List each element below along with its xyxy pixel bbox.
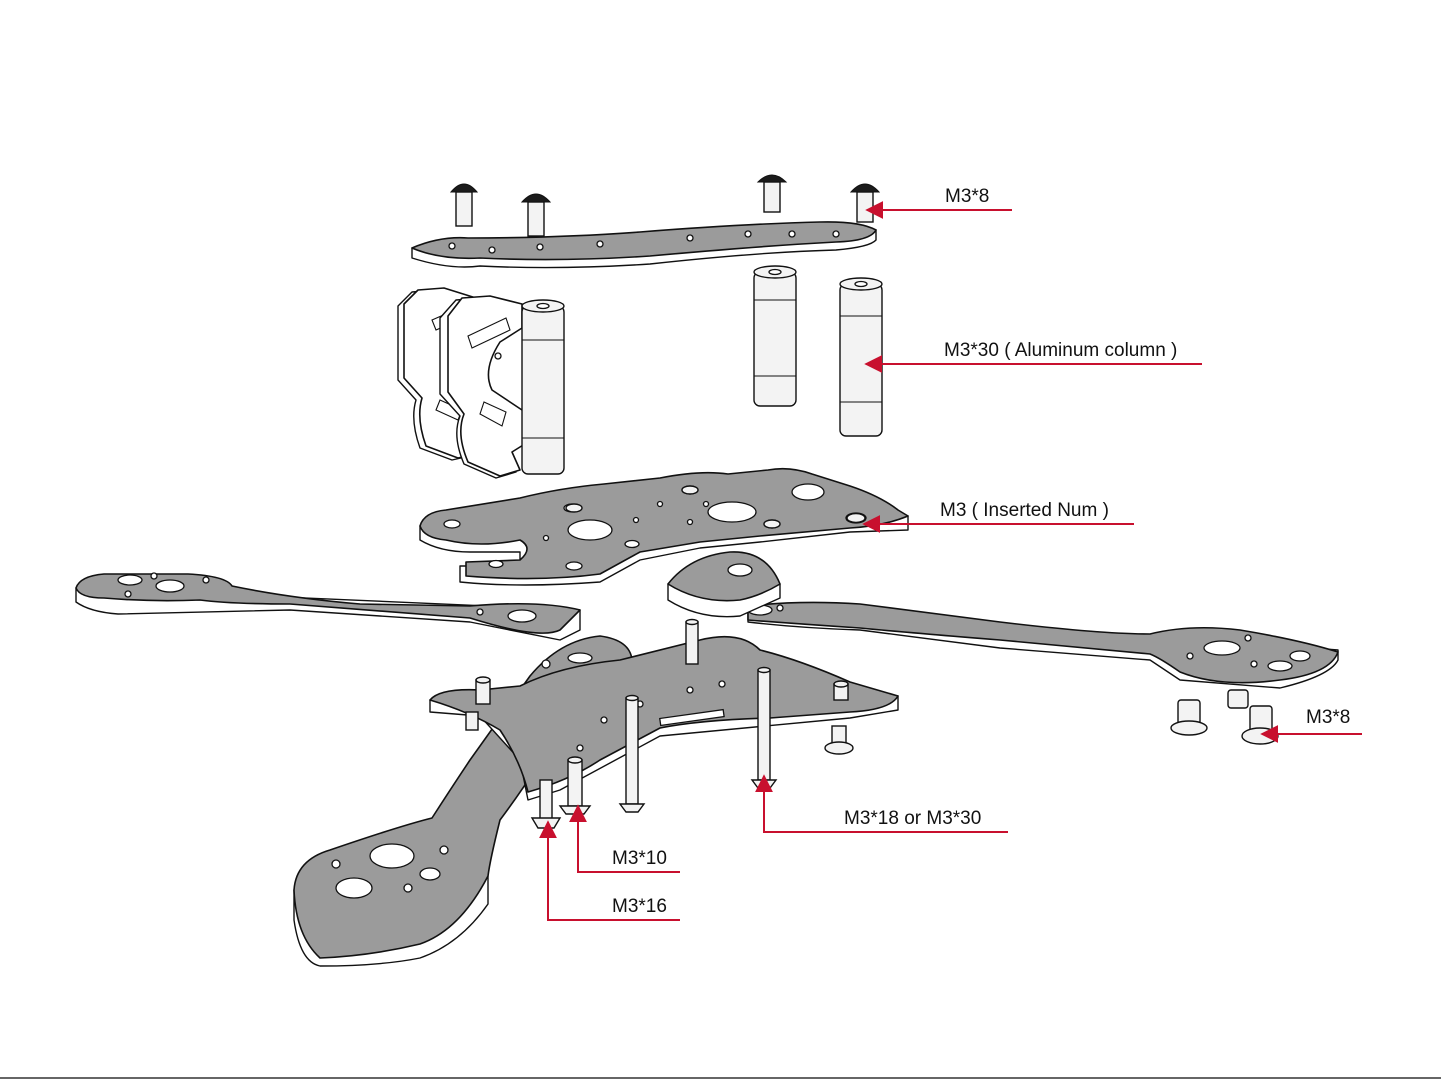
callout-labels: M3*8 M3*30 ( Aluminum column ) M3 ( Inse… [612, 186, 1350, 917]
label-arm-screw: M3*8 [1306, 707, 1350, 728]
label-long-screw: M3*18 or M3*30 [844, 808, 981, 829]
top-screw-4 [851, 184, 879, 222]
label-standoff: M3*30 ( Aluminum column ) [944, 340, 1177, 361]
side-plates [398, 288, 528, 478]
standoff-3 [840, 278, 882, 436]
arm-screw-3 [1242, 706, 1278, 744]
arms [76, 552, 1338, 966]
top-screw-2 [522, 194, 550, 236]
arm-screws [1171, 690, 1278, 744]
middle-plate [420, 469, 908, 585]
arm-right [748, 602, 1338, 688]
standoff-2 [754, 266, 796, 406]
top-plate [412, 222, 876, 268]
top-screw-1 [451, 184, 477, 226]
label-insert-nut: M3 ( Inserted Num ) [940, 500, 1109, 521]
label-screw-16: M3*16 [612, 896, 667, 917]
label-top-screw: M3*8 [945, 186, 989, 207]
standoff-1 [522, 300, 564, 474]
top-screw-3 [758, 175, 786, 212]
label-screw-10: M3*10 [612, 848, 667, 869]
arm-screw-1 [1171, 700, 1207, 735]
standoffs [522, 266, 882, 474]
arm-screw-2 [1228, 690, 1248, 708]
screw-m3x30-a [686, 620, 698, 665]
